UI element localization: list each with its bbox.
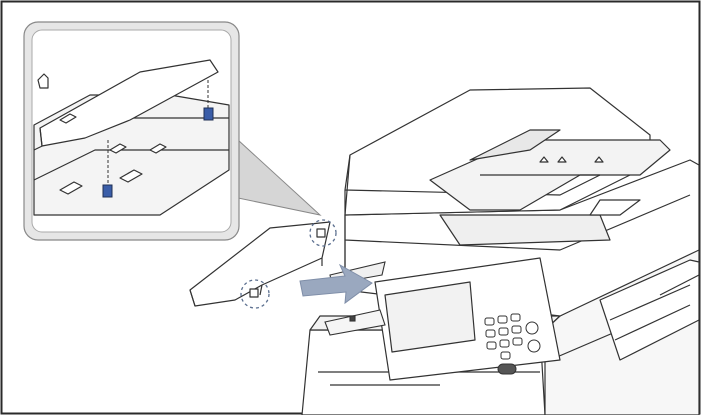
zoom-inset-icon — [23, 21, 322, 241]
direction-arrow-icon — [299, 263, 373, 305]
tray-icon — [189, 221, 331, 307]
hinge-highlight-icon — [240, 219, 337, 309]
printer-icon — [301, 87, 700, 415]
